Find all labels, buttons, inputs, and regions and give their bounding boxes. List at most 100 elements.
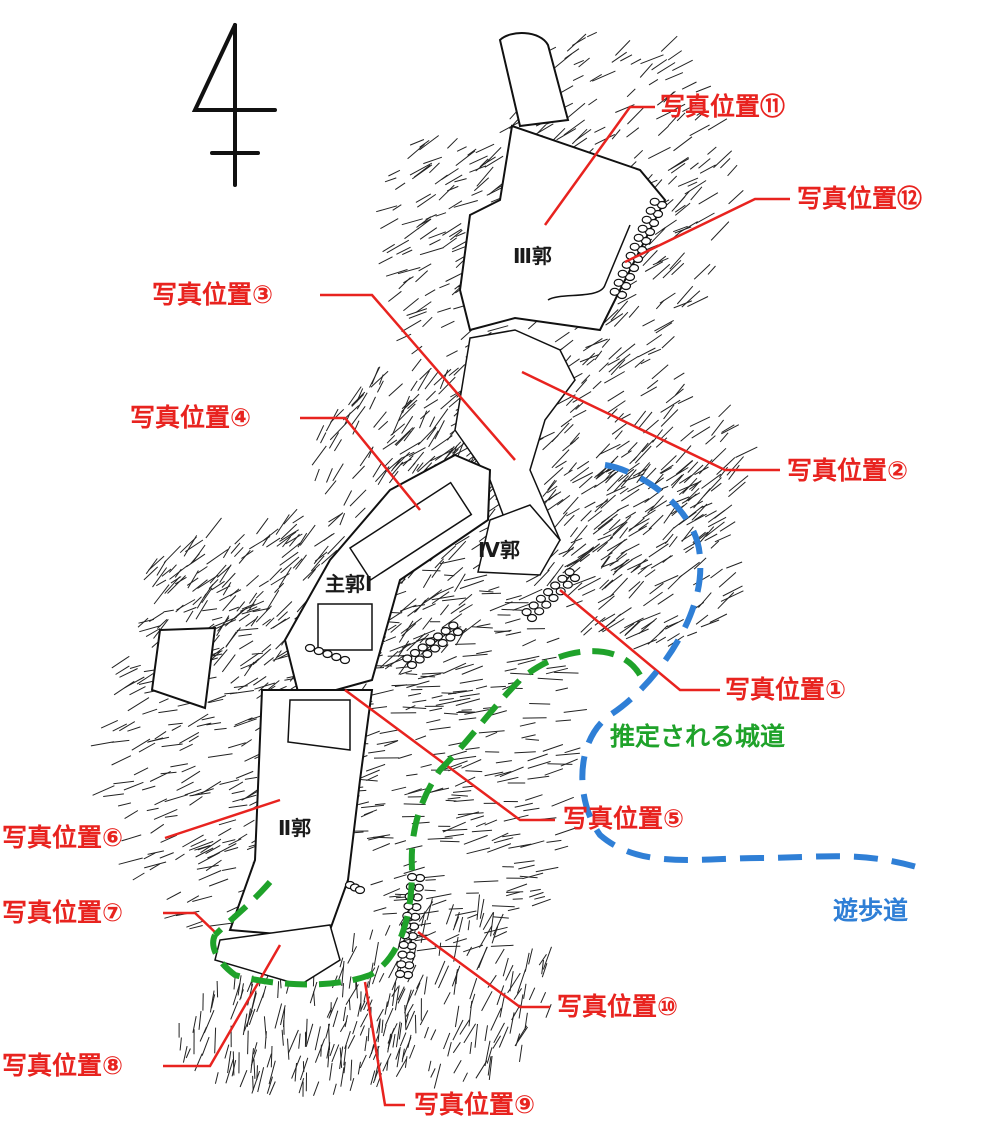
hachure-stroke: [425, 879, 436, 881]
hachure-stroke: [667, 50, 682, 61]
hachure-stroke: [379, 729, 398, 734]
hachure-stroke: [510, 672, 534, 675]
hachure-stroke: [675, 445, 692, 464]
hachure-stroke: [189, 925, 203, 930]
hachure-stroke: [445, 174, 463, 186]
hachure-stroke: [650, 500, 668, 512]
hachure-stroke: [197, 845, 211, 851]
hachure-stroke: [460, 329, 472, 341]
hachure-stroke: [382, 1053, 392, 1072]
hachure-stroke: [600, 494, 616, 509]
hachure-stroke: [642, 527, 653, 536]
hachure-stroke: [344, 412, 351, 426]
hachure-stroke: [551, 449, 570, 469]
hachure-stroke: [612, 515, 632, 535]
hachure-stroke: [652, 429, 663, 443]
hachure-stroke: [595, 443, 611, 459]
hachure-stroke: [710, 482, 722, 492]
hachure-stroke: [150, 823, 165, 834]
stone: [629, 242, 640, 251]
hachure-stroke: [209, 564, 227, 584]
hachure-stroke: [228, 606, 239, 612]
hachure-stroke: [373, 942, 379, 966]
hachure-stroke: [710, 540, 720, 549]
hachure-stroke: [663, 404, 675, 420]
hachure-stroke: [417, 193, 437, 208]
hachure-stroke: [368, 1034, 380, 1059]
hachure-stroke: [560, 418, 573, 428]
hachure-stroke: [476, 623, 491, 628]
hachure-stroke: [710, 447, 727, 464]
hachure-stroke: [648, 78, 659, 86]
hachure-stroke: [624, 621, 640, 636]
hachure-stroke: [416, 685, 441, 688]
hachure-stroke: [339, 1047, 343, 1068]
hachure-stroke: [543, 467, 564, 485]
hachure-stroke: [253, 1059, 256, 1079]
hachure-stroke: [444, 574, 455, 577]
hachure-stroke: [168, 564, 177, 573]
hachure-stroke: [435, 699, 462, 706]
hachure-stroke: [179, 743, 193, 752]
hachure-stroke: [572, 409, 587, 418]
hachure-stroke: [563, 469, 573, 476]
hachure-stroke: [221, 654, 236, 673]
hachure-stroke: [607, 358, 620, 366]
hachure-stroke: [476, 166, 494, 187]
hachure-stroke: [266, 1076, 273, 1094]
hachure-stroke: [689, 124, 710, 137]
stone: [649, 197, 660, 206]
hachure-stroke: [212, 616, 237, 628]
hachure-stroke: [418, 263, 432, 272]
hachure-stroke: [431, 591, 450, 605]
stone: [409, 648, 421, 658]
hachure-stroke: [207, 753, 233, 758]
hachure-stroke: [514, 802, 533, 808]
hachure-stroke: [499, 120, 522, 134]
hachure-stroke: [598, 443, 621, 456]
hachure-stroke: [390, 623, 402, 633]
hachure-stroke: [467, 148, 477, 156]
hachure-stroke: [397, 986, 405, 1001]
hachure-stroke: [195, 847, 214, 858]
hachure-stroke: [618, 355, 639, 369]
hachure-stroke: [594, 350, 603, 361]
hachure-stroke: [381, 1019, 384, 1034]
hachure-stroke: [677, 396, 694, 405]
hachure-stroke: [614, 559, 633, 573]
hachure-stroke: [144, 861, 167, 869]
enclosure-fourth: [477, 504, 561, 576]
hachure-stroke: [222, 867, 237, 871]
hachure-stroke: [194, 1053, 203, 1072]
hachure-stroke: [349, 489, 367, 507]
hachure-stroke: [174, 576, 187, 585]
stone: [445, 633, 456, 642]
leader-4: [300, 416, 421, 511]
hachure-stroke: [160, 771, 177, 775]
hachure-stroke: [378, 420, 389, 431]
hachure-stroke: [454, 573, 466, 592]
hachure-stroke: [694, 513, 704, 521]
hachure-stroke: [661, 336, 675, 349]
hachure-stroke: [594, 126, 606, 133]
hachure-stroke: [640, 386, 658, 397]
hachure-stroke: [360, 1000, 366, 1011]
hachure-stroke: [665, 618, 684, 630]
hachure-stroke: [531, 898, 551, 907]
enclosure-label-third: Ⅲ郭: [513, 244, 552, 268]
hachure-stroke: [546, 665, 566, 669]
hachure-stroke: [471, 626, 493, 629]
hachure-stroke: [545, 498, 564, 512]
hachure-stroke: [340, 1067, 345, 1087]
hachure-stroke: [216, 585, 231, 594]
hachure-stroke: [112, 723, 128, 732]
hachure-stroke: [660, 35, 678, 52]
hachure-stroke: [520, 840, 545, 848]
hachure-stroke: [473, 880, 499, 883]
hachure-stroke: [455, 698, 481, 706]
hachure-stroke: [382, 912, 397, 915]
hachure-stroke: [563, 514, 575, 527]
hachure-stroke: [325, 1023, 331, 1039]
hachure-stroke: [292, 558, 303, 569]
hachure-stroke: [447, 797, 461, 800]
